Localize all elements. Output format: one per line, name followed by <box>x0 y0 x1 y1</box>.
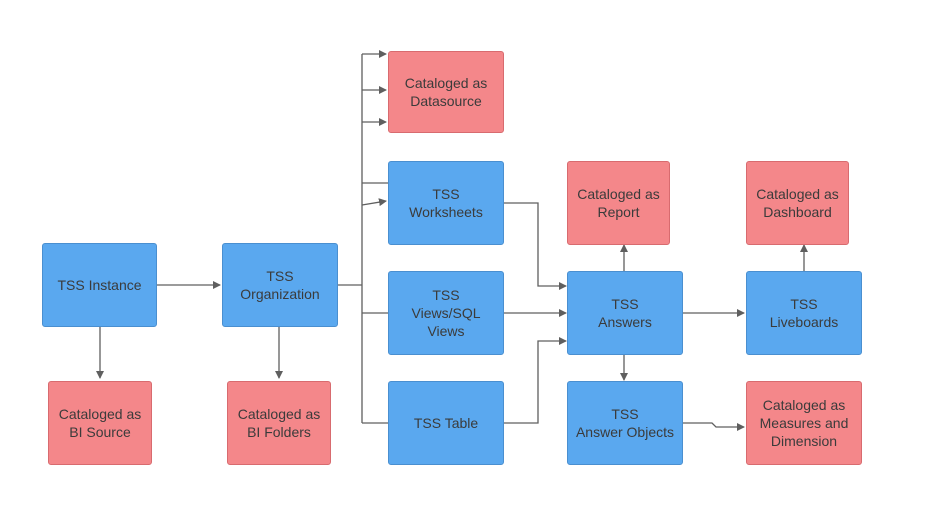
node-tss-answers: TSS Answers <box>567 271 683 355</box>
edge-table-answers <box>504 337 567 424</box>
node-tss-answer-objects: TSS Answer Objects <box>567 381 683 465</box>
edge-answer-objects-measures <box>683 422 745 431</box>
edge-trunk-worksheets-b <box>361 198 387 207</box>
node-label-line: TSS <box>790 296 818 312</box>
node-label-line: BI Folders <box>247 424 311 440</box>
node-tss-worksheets: TSS Worksheets <box>388 161 504 245</box>
node-cataloged-report: Cataloged as Report <box>567 161 670 245</box>
node-label-line: Cataloged as <box>237 406 321 422</box>
node-tss-instance: TSS Instance <box>42 243 157 327</box>
node-label-line: Report <box>597 204 640 220</box>
node-label-line: Cataloged as <box>762 397 846 413</box>
node-label-line: TSS <box>611 406 639 422</box>
node-label-line: Datasource <box>410 93 482 109</box>
node-label-line: Cataloged as <box>404 75 488 91</box>
node-label-line: TSS <box>432 186 460 202</box>
node-label-line: Views <box>427 323 465 339</box>
node-label-line: Worksheets <box>409 204 483 220</box>
node-tss-organization: TSS Organization <box>222 243 338 327</box>
node-label-line: TSS Table <box>413 415 479 431</box>
node-label-line: TSS <box>432 287 460 303</box>
node-cataloged-bi-source: Cataloged as BI Source <box>48 381 152 465</box>
node-label-line: Organization <box>240 286 320 302</box>
node-tss-liveboards: TSS Liveboards <box>746 271 862 355</box>
node-label-line: Cataloged as <box>756 186 839 202</box>
node-label-line: Liveboards <box>769 314 839 330</box>
node-cataloged-datasource: Cataloged as Datasource <box>388 51 504 133</box>
node-cataloged-dashboard: Cataloged as Dashboard <box>746 161 849 245</box>
node-label-line: Dashboard <box>763 204 832 220</box>
node-label-line: Cataloged as <box>577 186 660 202</box>
node-label-line: Answer Objects <box>575 424 675 440</box>
node-label-line: Cataloged as <box>58 406 142 422</box>
edge-worksheets-answers <box>504 202 567 290</box>
node-label-line: TSS <box>611 296 639 312</box>
node-label-line: Dimension <box>770 433 838 449</box>
node-label-line: Measures and <box>759 415 849 431</box>
node-tss-table: TSS Table <box>388 381 504 465</box>
node-label-line: Views/SQL <box>411 305 481 321</box>
node-label-line: Answers <box>598 314 652 330</box>
edge-organization-trunk <box>338 54 363 423</box>
node-label-line: TSS <box>266 268 294 284</box>
node-label-line: TSS Instance <box>57 277 142 293</box>
node-cataloged-bi-folders: Cataloged as BI Folders <box>227 381 331 465</box>
node-tss-views: TSS Views/SQL Views <box>388 271 504 355</box>
node-label-line: BI Source <box>69 424 131 440</box>
